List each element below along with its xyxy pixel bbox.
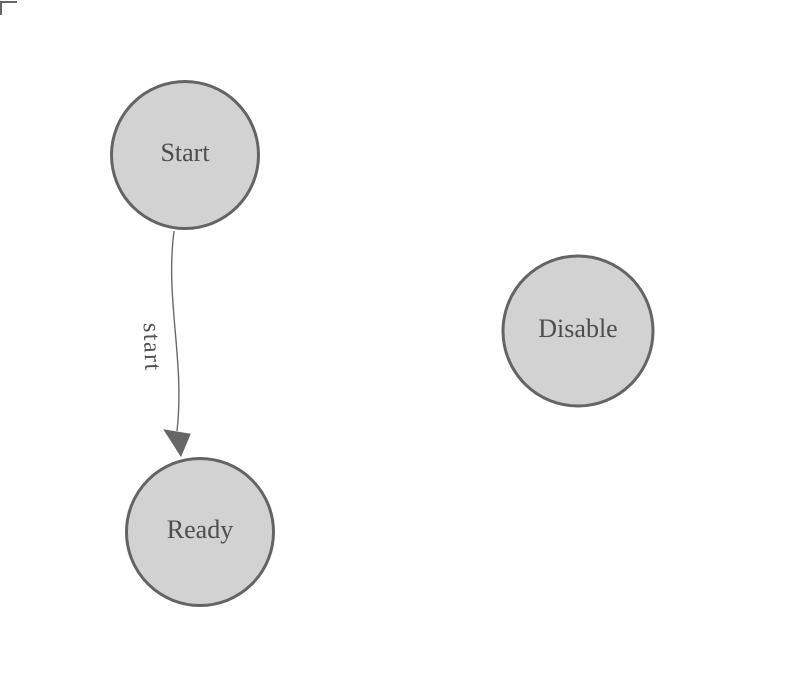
transition-edge-start-ready[interactable]: start — [138, 230, 191, 457]
state-node-disable-circle[interactable] — [501, 254, 655, 408]
state-node-ready[interactable]: Ready — [125, 457, 275, 607]
state-node-ready-circle[interactable] — [125, 457, 275, 607]
canvas-corner-mark-icon — [0, 1, 17, 15]
state-node-start[interactable]: Start — [110, 80, 260, 230]
edge-line[interactable] — [170, 230, 180, 432]
edge-label: start — [138, 322, 166, 372]
state-node-disable[interactable]: Disable — [501, 254, 655, 408]
state-node-start-circle[interactable] — [110, 80, 260, 230]
edge-arrowhead-icon — [163, 429, 191, 457]
